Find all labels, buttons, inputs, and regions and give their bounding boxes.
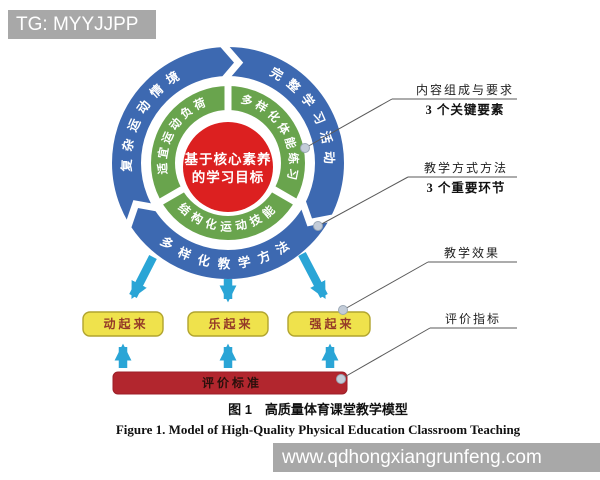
- outer-ring-chevron-gap-lower-right: [298, 199, 336, 227]
- callout-2-leader-line: [317, 176, 409, 227]
- evaluation-bar: [112, 371, 348, 395]
- callout-4-anchor-dot: [336, 374, 346, 384]
- callout-1-leader-line: [304, 98, 393, 149]
- outcome-box-1: [82, 311, 164, 337]
- outer-ring-chevron-gap-lower-left: [124, 200, 160, 230]
- inner-ring-gap-lower-right: [270, 185, 299, 206]
- outcome-box-2: [187, 311, 269, 337]
- callout-4-title: 评价指标: [445, 311, 501, 326]
- outer-ring: [112, 47, 344, 279]
- evaluation-bar-label: 评价标准: [202, 375, 262, 390]
- callout-1-anchor-dot: [300, 143, 310, 153]
- arrow-down-left-icon: [129, 255, 157, 300]
- center-circle: [183, 122, 273, 212]
- inner-ring-gap-lower-left: [157, 185, 186, 206]
- arrow-down-right-icon: [298, 252, 328, 300]
- figure-caption-en: Figure 1. Model of High-Quality Physical…: [115, 422, 521, 437]
- callout-1-subtitle: 3 个关键要素: [426, 102, 505, 117]
- callout-3-anchor-dot: [338, 305, 348, 315]
- callout-1-title: 内容组成与要求: [416, 82, 514, 97]
- watermark-bottom-right: www.qdhongxiangrunfeng.com: [273, 443, 600, 472]
- outcome-box-3-label: 强起来: [309, 316, 354, 331]
- callout-2-title: 教学方式方法: [424, 160, 508, 175]
- watermark-top-left: TG: MYYJJPP: [8, 10, 156, 39]
- outcome-box-3: [287, 311, 371, 337]
- callout-4-leader-line: [340, 327, 431, 380]
- center-circle-text-line1: 基于核心素养: [185, 151, 272, 167]
- callout-3-title: 教学效果: [444, 245, 500, 260]
- callout-2-anchor-dot: [313, 221, 323, 231]
- figure-caption-zh: 图 1 高质量体育课堂教学模型: [228, 402, 408, 417]
- outcome-box-2-label: 乐起来: [208, 316, 253, 331]
- center-circle-text-line2: 的学习目标: [192, 169, 265, 185]
- outer-ring-chevron-gap-top: [219, 40, 244, 83]
- callout-3-leader-line: [342, 261, 429, 311]
- callout-2-subtitle: 3 个重要环节: [427, 180, 506, 195]
- outcome-box-1-label: 动起来: [103, 316, 148, 331]
- figure-caption: 图 1 高质量体育课堂教学模型 Figure 1. Model of High-…: [36, 399, 600, 438]
